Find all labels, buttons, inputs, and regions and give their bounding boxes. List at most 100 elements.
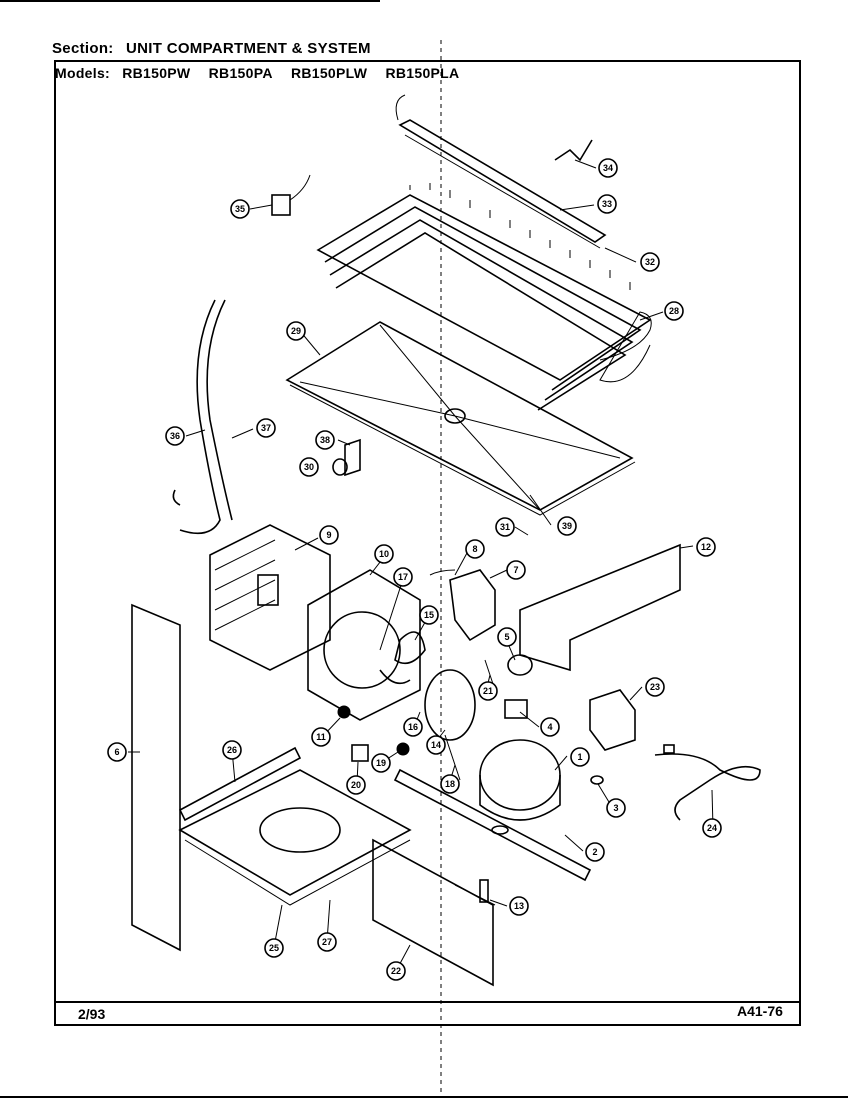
bracket-bar: [395, 94, 607, 249]
callout: 25: [264, 938, 284, 958]
power-cord: [654, 744, 761, 821]
evaporator-coil: [209, 524, 331, 671]
leader-lines: [128, 159, 714, 972]
base-pan: [178, 769, 412, 906]
svg-text:16: 16: [408, 722, 418, 732]
callout: 4: [540, 717, 560, 737]
section-title: UNIT COMPARTMENT & SYSTEM: [126, 40, 371, 57]
svg-text:14: 14: [431, 740, 441, 750]
svg-text:4: 4: [547, 722, 552, 732]
revision-date: 2/93: [78, 1006, 106, 1022]
footer-rule: [56, 1001, 799, 1003]
callout: 37: [256, 418, 276, 438]
models-label: Models:: [55, 65, 110, 81]
svg-text:31: 31: [500, 522, 510, 532]
callout: 28: [664, 301, 684, 321]
callout: 12: [696, 537, 716, 557]
models-line: Models: RB150PW RB150PA RB150PLW RB150PL…: [55, 65, 473, 81]
svg-text:19: 19: [376, 758, 386, 768]
model-number: RB150PA: [208, 65, 273, 81]
grommet: [337, 705, 351, 719]
callout: 21: [478, 681, 498, 701]
callout: 16: [403, 717, 423, 737]
svg-text:27: 27: [322, 937, 332, 947]
callout: 15: [419, 605, 439, 625]
callout: 1: [570, 747, 590, 767]
callout: 38: [315, 430, 335, 450]
svg-text:21: 21: [483, 686, 493, 696]
svg-text:12: 12: [701, 542, 711, 552]
callout: 35: [230, 199, 250, 219]
callout: 19: [371, 753, 391, 773]
washer: [590, 775, 604, 785]
callout: 11: [311, 727, 331, 747]
svg-text:5: 5: [504, 632, 509, 642]
callout: 27: [317, 932, 337, 952]
side-panel: [131, 603, 181, 952]
callout: 31: [495, 517, 515, 537]
svg-text:6: 6: [114, 747, 119, 757]
base-rail: [393, 768, 592, 882]
model-number: RB150PW: [122, 65, 191, 81]
svg-text:24: 24: [707, 823, 717, 833]
svg-text:28: 28: [669, 306, 679, 316]
callout: 10: [374, 544, 394, 564]
callout: 8: [465, 539, 485, 559]
fan-shroud: [307, 569, 421, 721]
bracket-13: [454, 879, 496, 906]
top-rule: [0, 0, 380, 2]
svg-text:38: 38: [320, 435, 330, 445]
section-label: Section:: [52, 40, 114, 57]
drain-pan: [285, 321, 636, 516]
svg-text:26: 26: [227, 745, 237, 755]
svg-text:22: 22: [391, 966, 401, 976]
callout: 32: [640, 252, 660, 272]
callout: 13: [509, 896, 529, 916]
callout: 29: [286, 321, 306, 341]
svg-text:3: 3: [613, 803, 618, 813]
grommet: [396, 742, 410, 756]
front-panel: [372, 838, 494, 987]
svg-text:2: 2: [592, 847, 597, 857]
svg-text:18: 18: [445, 779, 455, 789]
svg-text:9: 9: [326, 530, 331, 540]
callout: 14: [426, 735, 446, 755]
callout: 18: [440, 774, 460, 794]
callout: 34: [598, 158, 618, 178]
callout: 2: [585, 842, 605, 862]
bracket-parts: [332, 438, 361, 477]
tubing: [172, 299, 233, 535]
condenser-coil: [316, 183, 652, 411]
callout: 30: [299, 457, 319, 477]
callout: 36: [165, 426, 185, 446]
svg-text:33: 33: [602, 199, 612, 209]
rail: [178, 746, 302, 822]
callout: 20: [346, 775, 366, 795]
callout: 23: [645, 677, 665, 697]
svg-text:8: 8: [472, 544, 477, 554]
control-box: [589, 689, 636, 751]
svg-text:34: 34: [603, 163, 613, 173]
callout: 3: [606, 798, 626, 818]
svg-text:23: 23: [650, 682, 660, 692]
callout: 6: [107, 742, 127, 762]
svg-text:11: 11: [316, 732, 326, 742]
fan-motor: [424, 669, 476, 781]
svg-text:36: 36: [170, 431, 180, 441]
diagram-frame: [54, 60, 801, 1026]
model-number: RB150PLW: [290, 65, 368, 81]
svg-text:25: 25: [269, 943, 279, 953]
svg-text:13: 13: [514, 901, 524, 911]
svg-text:17: 17: [398, 572, 408, 582]
callout: 22: [386, 961, 406, 981]
callout: 9: [319, 525, 339, 545]
section-heading: Section: UNIT COMPARTMENT & SYSTEM: [52, 40, 371, 57]
model-number: RB150PLA: [385, 65, 460, 81]
svg-text:29: 29: [291, 326, 301, 336]
callout: 39: [557, 516, 577, 536]
fan-blade: [379, 631, 426, 685]
louver-bracket: [429, 569, 496, 642]
svg-text:39: 39: [562, 521, 572, 531]
clip-part: [554, 139, 593, 162]
